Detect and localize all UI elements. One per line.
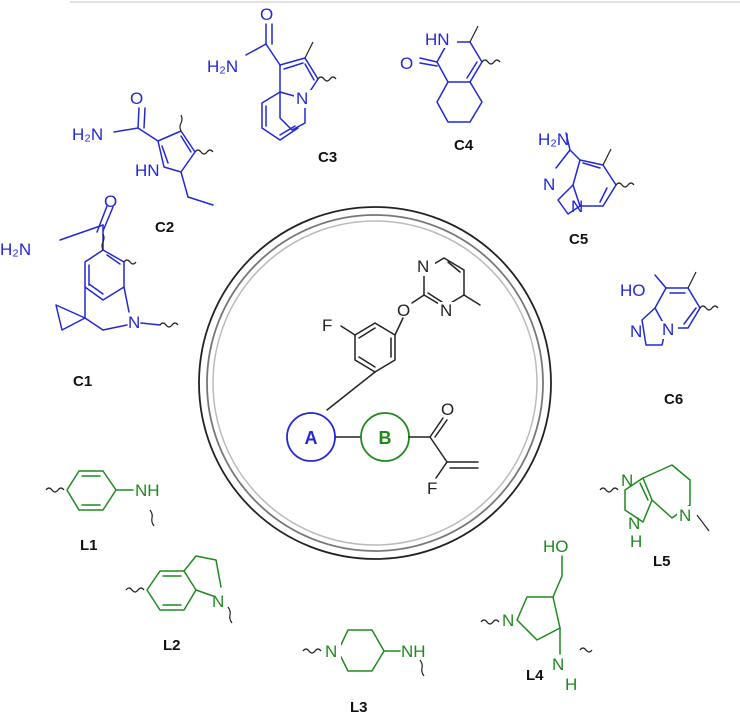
svg-text:NH: NH: [135, 481, 160, 500]
svg-text:N: N: [543, 175, 555, 194]
core-o-carbonyl: O: [441, 400, 454, 419]
structure-c2: O H₂N HN: [72, 89, 214, 206]
label-c2: C2: [155, 219, 174, 236]
label-c3: C3: [318, 149, 337, 166]
core-n-bottom: N: [440, 301, 452, 320]
svg-text:HN: HN: [425, 30, 450, 49]
svg-text:HO: HO: [620, 281, 646, 300]
svg-text:N: N: [325, 642, 337, 661]
svg-text:NH: NH: [401, 642, 426, 661]
structure-c3: N O H₂N: [207, 5, 319, 141]
core-o-ether: O: [397, 301, 410, 320]
svg-text:O: O: [130, 89, 143, 108]
structure-c4: O HN: [400, 30, 483, 123]
svg-text:O: O: [400, 54, 413, 73]
svg-text:N: N: [502, 611, 514, 630]
structure-l5: N N H N: [621, 464, 695, 551]
svg-text:N: N: [630, 322, 642, 341]
svg-text:H: H: [630, 532, 642, 551]
svg-text:HO: HO: [543, 537, 569, 556]
svg-text:N: N: [552, 655, 564, 674]
scaffold-ab: A B: [286, 412, 410, 462]
svg-text:H₂N: H₂N: [207, 57, 238, 76]
label-l5: L5: [653, 553, 671, 570]
structure-l1: NH: [66, 470, 160, 511]
svg-text:H₂N: H₂N: [0, 240, 31, 259]
outer-ring: [198, 206, 552, 560]
svg-text:N: N: [296, 89, 308, 108]
label-c6: C6: [664, 391, 683, 408]
core-n-top: N: [417, 257, 429, 276]
structure-c5: H₂N N N: [538, 130, 617, 216]
inner-ring: [212, 220, 538, 546]
structure-c1: O H₂N N: [0, 192, 161, 332]
svg-text:O: O: [260, 5, 273, 24]
svg-text:N: N: [212, 592, 224, 611]
structure-l4: HO N H N: [502, 537, 577, 694]
label-c4: C4: [454, 137, 474, 154]
label-c5: C5: [569, 231, 588, 248]
label-l3: L3: [350, 699, 368, 716]
svg-text:N: N: [571, 197, 583, 216]
attachment-marks: [45, 25, 719, 677]
svg-text:H₂N: H₂N: [538, 130, 569, 149]
circle-a-label: A: [305, 428, 318, 448]
svg-text:N: N: [621, 471, 633, 490]
circle-b-label: B: [379, 428, 392, 448]
label-l1: L1: [80, 537, 98, 554]
svg-text:N: N: [662, 320, 674, 339]
svg-text:N: N: [679, 506, 691, 525]
svg-text:N: N: [128, 313, 140, 332]
label-c1: C1: [73, 373, 92, 390]
svg-text:N: N: [628, 514, 640, 533]
core-molecule: F O N N: [322, 257, 481, 411]
acrylamide: O F: [408, 400, 479, 498]
core-f-bottom: F: [427, 479, 437, 498]
middle-ring: [206, 214, 544, 552]
svg-text:H: H: [565, 675, 577, 694]
core-benzene: [354, 322, 396, 373]
structure-c6: HO N N: [620, 274, 701, 346]
label-l4: L4: [526, 667, 544, 684]
structure-l2: N: [146, 555, 224, 611]
core-f-top: F: [322, 316, 332, 335]
label-l2: L2: [163, 637, 181, 654]
central-ring: [198, 206, 552, 560]
svg-text:HN: HN: [135, 161, 160, 180]
svg-text:O: O: [104, 192, 117, 211]
structure-l3: NH N: [323, 629, 426, 672]
svg-text:H₂N: H₂N: [72, 125, 103, 144]
